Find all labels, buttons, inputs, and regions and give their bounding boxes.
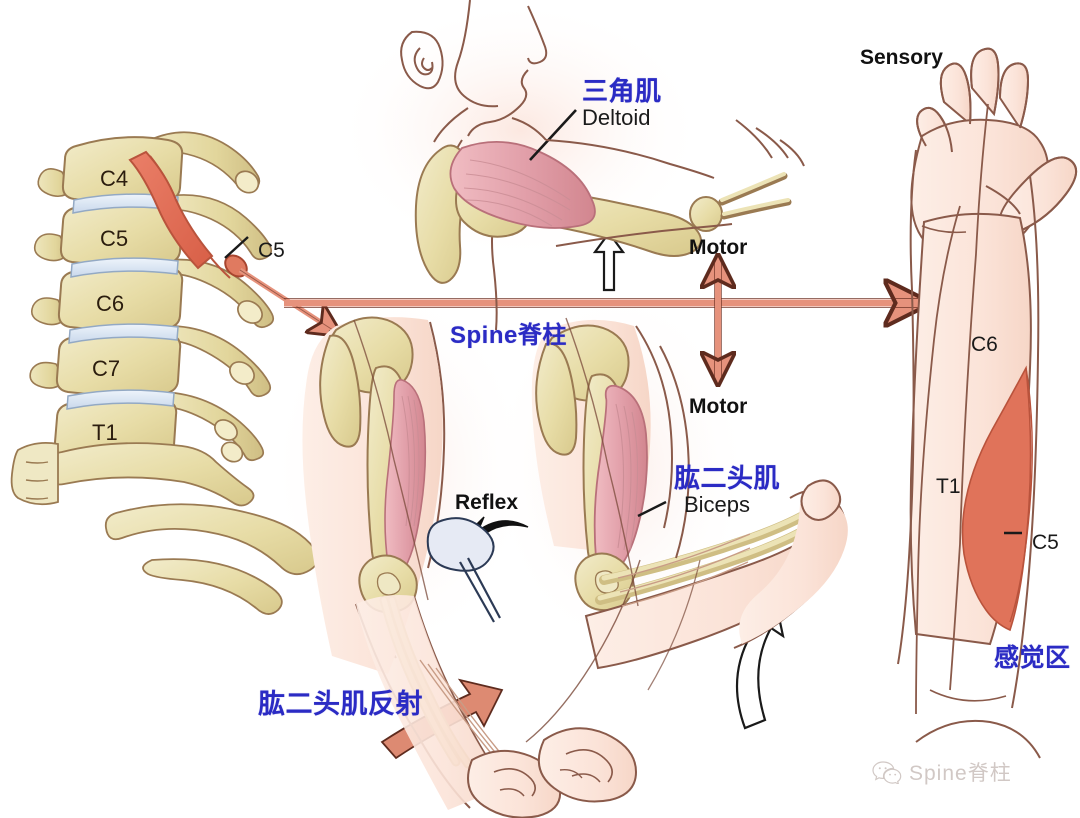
deltoid-motion-arrow xyxy=(592,231,626,292)
deltoid-panel-group xyxy=(400,0,805,331)
reflex-arm-group xyxy=(302,316,562,818)
cervical-spine-group xyxy=(10,131,320,615)
watermark-text: Spine脊柱 xyxy=(909,762,1012,785)
wechat-icon xyxy=(872,761,902,784)
watermark: Spine脊柱 xyxy=(872,757,1012,787)
biceps-arm-group xyxy=(525,317,848,803)
c5-nerve-leader-line xyxy=(224,236,249,259)
sensory-arm-group xyxy=(897,47,1077,759)
biceps-leader-line xyxy=(637,500,667,518)
reflex-hammer xyxy=(426,517,501,623)
